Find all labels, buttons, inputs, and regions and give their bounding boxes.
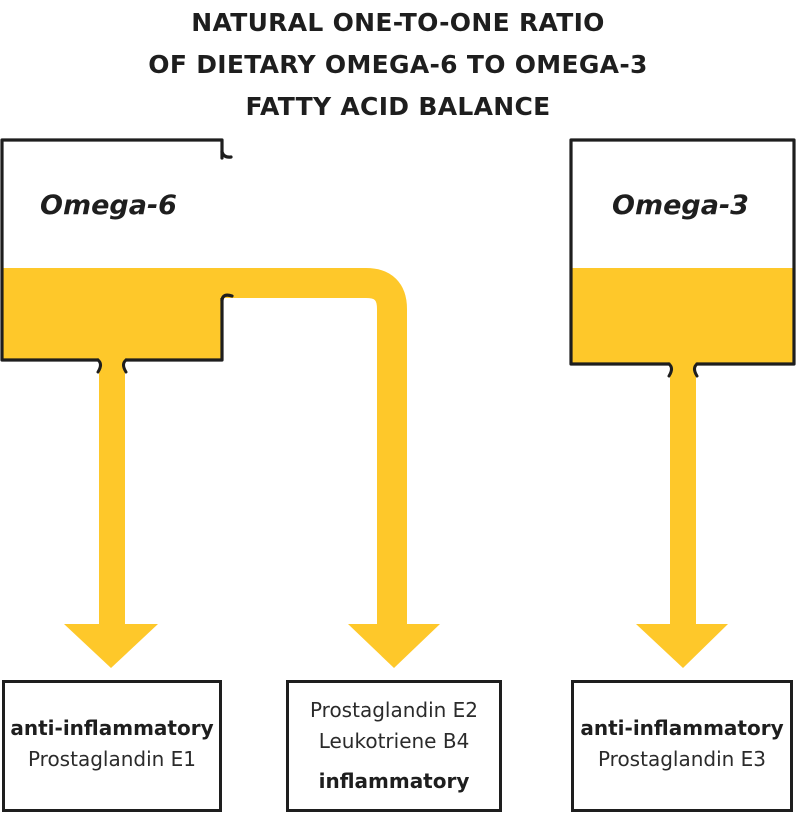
omega6-tank-label: Omega-6 — [40, 190, 177, 221]
output-box-prostaglandin-e1: anti-inflammatory Prostaglandin E1 — [2, 680, 222, 812]
inflammatory-label: inflammatory — [318, 769, 470, 793]
omega3-tank-outline — [569, 138, 796, 366]
omega3-outlet-left-lip — [667, 362, 673, 378]
title-line-3: FATTY ACID BALANCE — [245, 92, 551, 121]
prostaglandin-e2-label: Prostaglandin E2 — [309, 698, 479, 722]
omega3-tank-label: Omega-3 — [612, 190, 749, 221]
anti-inflammatory-label: anti-inflammatory — [580, 716, 784, 740]
omega6-pipe-lip — [220, 293, 234, 302]
omega6-inflammatory-pipe — [208, 268, 407, 628]
arrow-head-inflammatory — [348, 624, 440, 668]
omega6-outlet-left-lip — [96, 358, 102, 374]
output-box-prostaglandin-e3: anti-inflammatory Prostaglandin E3 — [571, 680, 793, 812]
title-line-1: NATURAL ONE-TO-ONE RATIO — [191, 8, 605, 37]
diagram-title: NATURAL ONE-TO-ONE RATIO OF DIETARY OMEG… — [0, 2, 796, 128]
omega6-tank-lip-top — [220, 150, 233, 159]
title-line-2: OF DIETARY OMEGA-6 TO OMEGA-3 — [148, 50, 648, 79]
leukotriene-b4-label: Leukotriene B4 — [318, 729, 470, 753]
arrow-head-anti-inflammatory-e1 — [64, 624, 158, 668]
omega6-tank-fill — [2, 268, 222, 360]
omega3-outlet-right-lip — [693, 362, 699, 378]
omega6-outlet-right-lip — [122, 358, 128, 374]
prostaglandin-e1-label: Prostaglandin E1 — [27, 747, 197, 771]
arrow-head-anti-inflammatory-e3 — [636, 624, 728, 668]
prostaglandin-e3-label: Prostaglandin E3 — [597, 747, 767, 771]
output-box-inflammatory: Prostaglandin E2 Leukotriene B4 inflamma… — [286, 680, 502, 812]
omega3-tank-fill — [571, 268, 794, 364]
anti-inflammatory-label: anti-inflammatory — [10, 716, 214, 740]
